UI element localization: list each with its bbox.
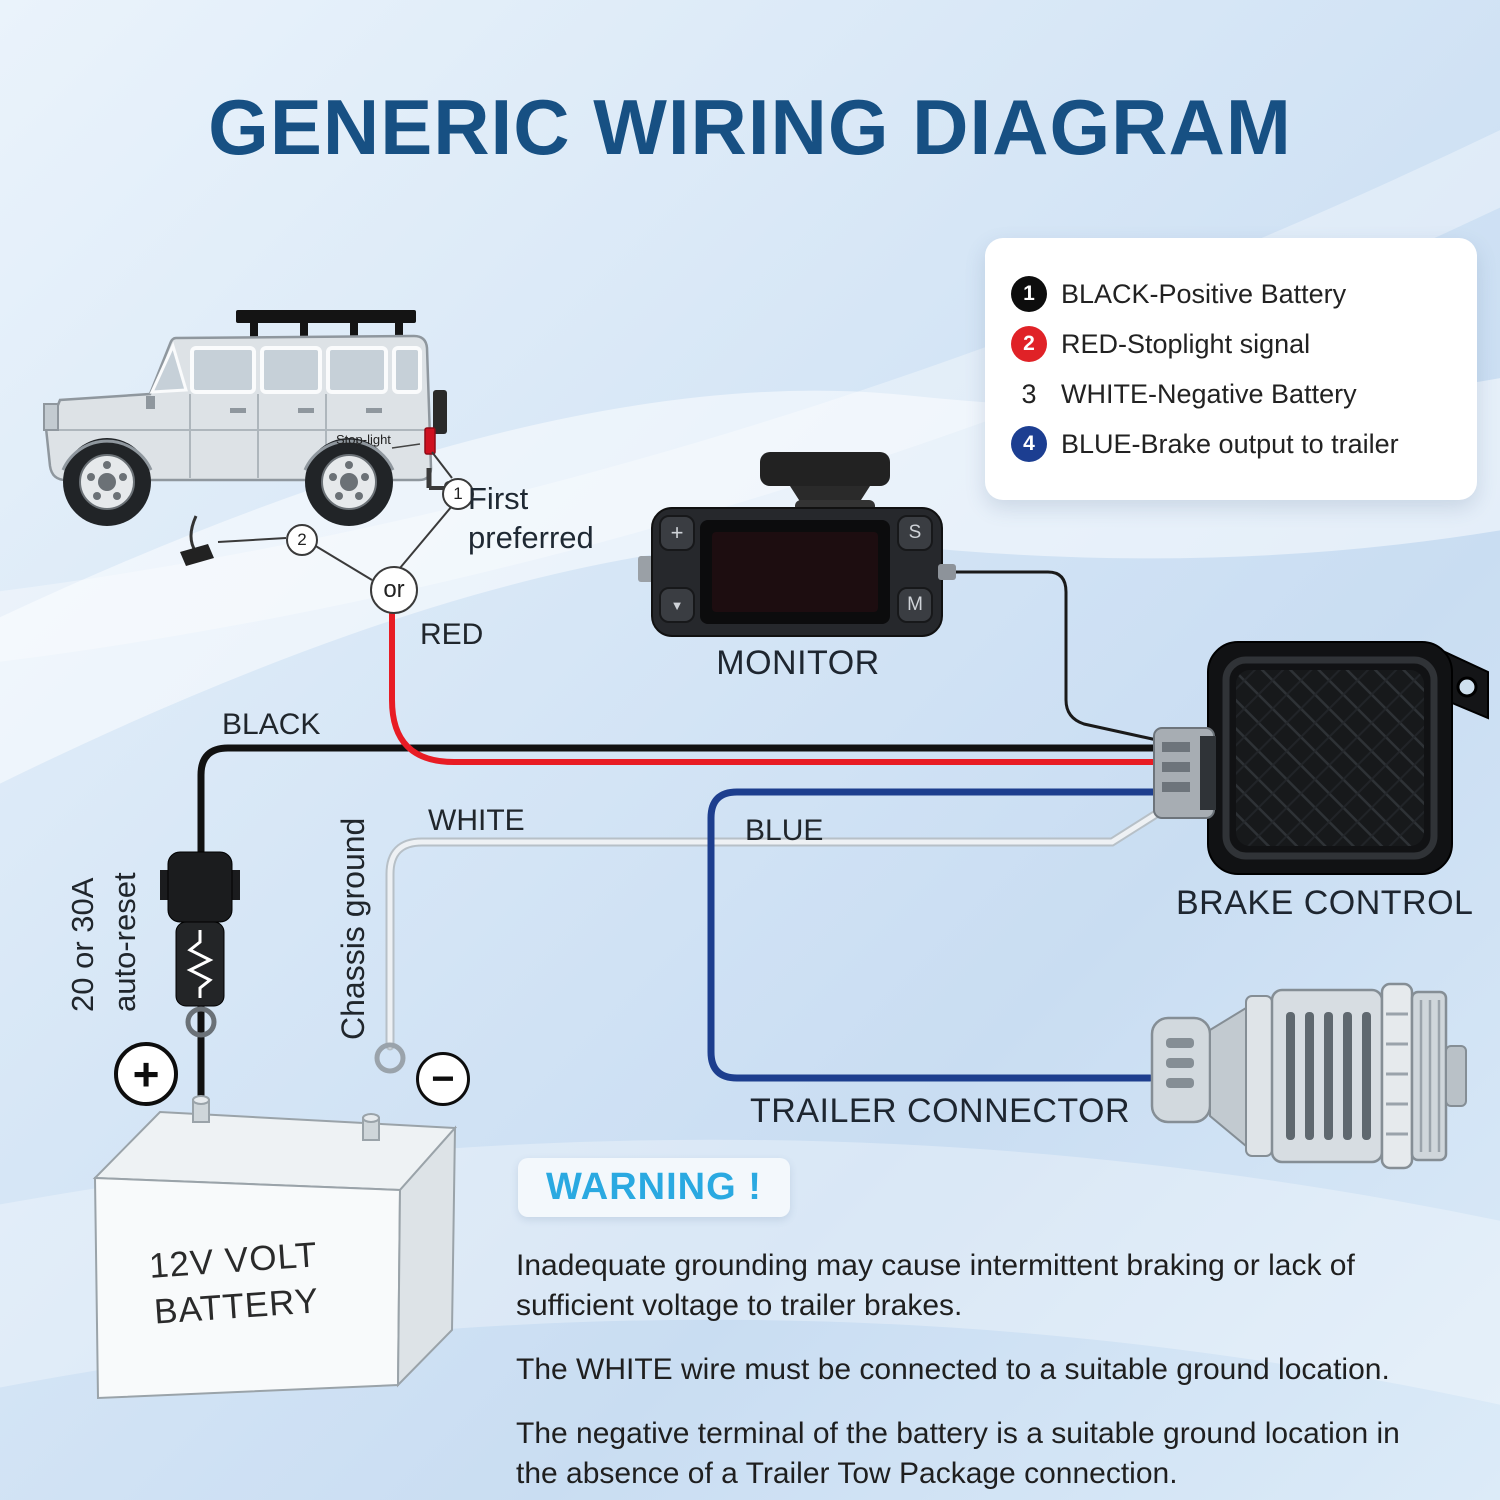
monitor-m-button: M (907, 594, 923, 615)
legend-item: 4 BLUE-Brake output to trailer (1011, 426, 1451, 462)
ground-ring-terminal (374, 1042, 406, 1074)
fuse-note-line1: 20 or 30A (65, 877, 100, 1012)
brake-control-label: BRAKE CONTROL (1176, 884, 1474, 922)
trailer-connector-device (1150, 982, 1467, 1170)
trailer-connector-label: TRAILER CONNECTOR (750, 1092, 1131, 1130)
brake-control-device (1153, 641, 1489, 875)
blue-wire-label: BLUE (745, 814, 824, 847)
legend-label: WHITE-Negative Battery (1061, 378, 1357, 409)
warning-paragraph-2: The WHITE wire must be connected to a su… (516, 1352, 1390, 1386)
black-wire-label: BLACK (222, 708, 321, 741)
monitor-down-button: ▼ (670, 597, 684, 613)
warning-badge: WARNING ! (518, 1158, 790, 1217)
callout-1: 1 (442, 478, 474, 510)
legend-label: BLACK-Positive Battery (1061, 278, 1347, 309)
plus-terminal-symbol: + (114, 1042, 178, 1106)
black-wire (197, 744, 1176, 1109)
legend-number-red: 2 (1011, 326, 1047, 362)
monitor-device (638, 452, 956, 637)
fuse-holder (160, 851, 240, 1007)
minus-terminal-symbol: − (416, 1052, 470, 1106)
callout-2: 2 (286, 524, 318, 556)
legend-box: 1 BLACK-Positive Battery 2 RED-Stoplight… (985, 238, 1477, 500)
first-preferred-note: First preferred (468, 481, 594, 555)
legend-number-black: 1 (1011, 276, 1047, 312)
monitor-plus-button: + (670, 520, 684, 545)
vehicle-illustration (43, 310, 454, 566)
fuse-note-line2: auto-reset (106, 872, 142, 1012)
callout-lines (217, 451, 453, 581)
front-wheel (63, 438, 151, 526)
battery-label: 12V VOLT BATTERY (97, 1229, 373, 1339)
monitor-cable (952, 570, 1167, 744)
legend-item: 3 WHITE-Negative Battery (1011, 376, 1451, 412)
legend-number-blue: 4 (1011, 426, 1047, 462)
monitor-s-button: S (908, 522, 922, 543)
page-title: GENERIC WIRING DIAGRAM (208, 83, 1292, 171)
legend-label: RED-Stoplight signal (1061, 328, 1311, 359)
warning-paragraphs: Inadequate grounding may cause intermitt… (516, 1246, 1446, 1500)
stop-light-label: Stop-light (336, 432, 391, 447)
blue-wire (707, 788, 1176, 1082)
legend-label: BLUE-Brake output to trailer (1061, 428, 1399, 459)
monitor-label: MONITOR (716, 644, 880, 682)
warning-paragraph-3: The negative terminal of the battery is … (516, 1416, 1400, 1490)
callout-or: or (370, 566, 418, 614)
legend-item: 2 RED-Stoplight signal (1011, 326, 1451, 362)
fuse-ring-terminal (185, 1006, 217, 1038)
white-wire (387, 801, 1175, 1049)
red-wire-label: RED (420, 618, 484, 651)
white-wire-label: WHITE (428, 804, 525, 837)
chassis-ground-label: Chassis ground (335, 817, 371, 1040)
battery (92, 1095, 458, 1400)
rear-wheel (305, 438, 393, 526)
legend-number-plain: 3 (1021, 378, 1037, 409)
warning-paragraph-1: Inadequate grounding may cause intermitt… (516, 1249, 1355, 1322)
brake-pedal (180, 515, 214, 566)
fuse-note: 20 or 30A auto-reset (62, 872, 146, 1012)
legend-item: 1 BLACK-Positive Battery (1011, 276, 1451, 312)
red-wire (389, 609, 1175, 765)
